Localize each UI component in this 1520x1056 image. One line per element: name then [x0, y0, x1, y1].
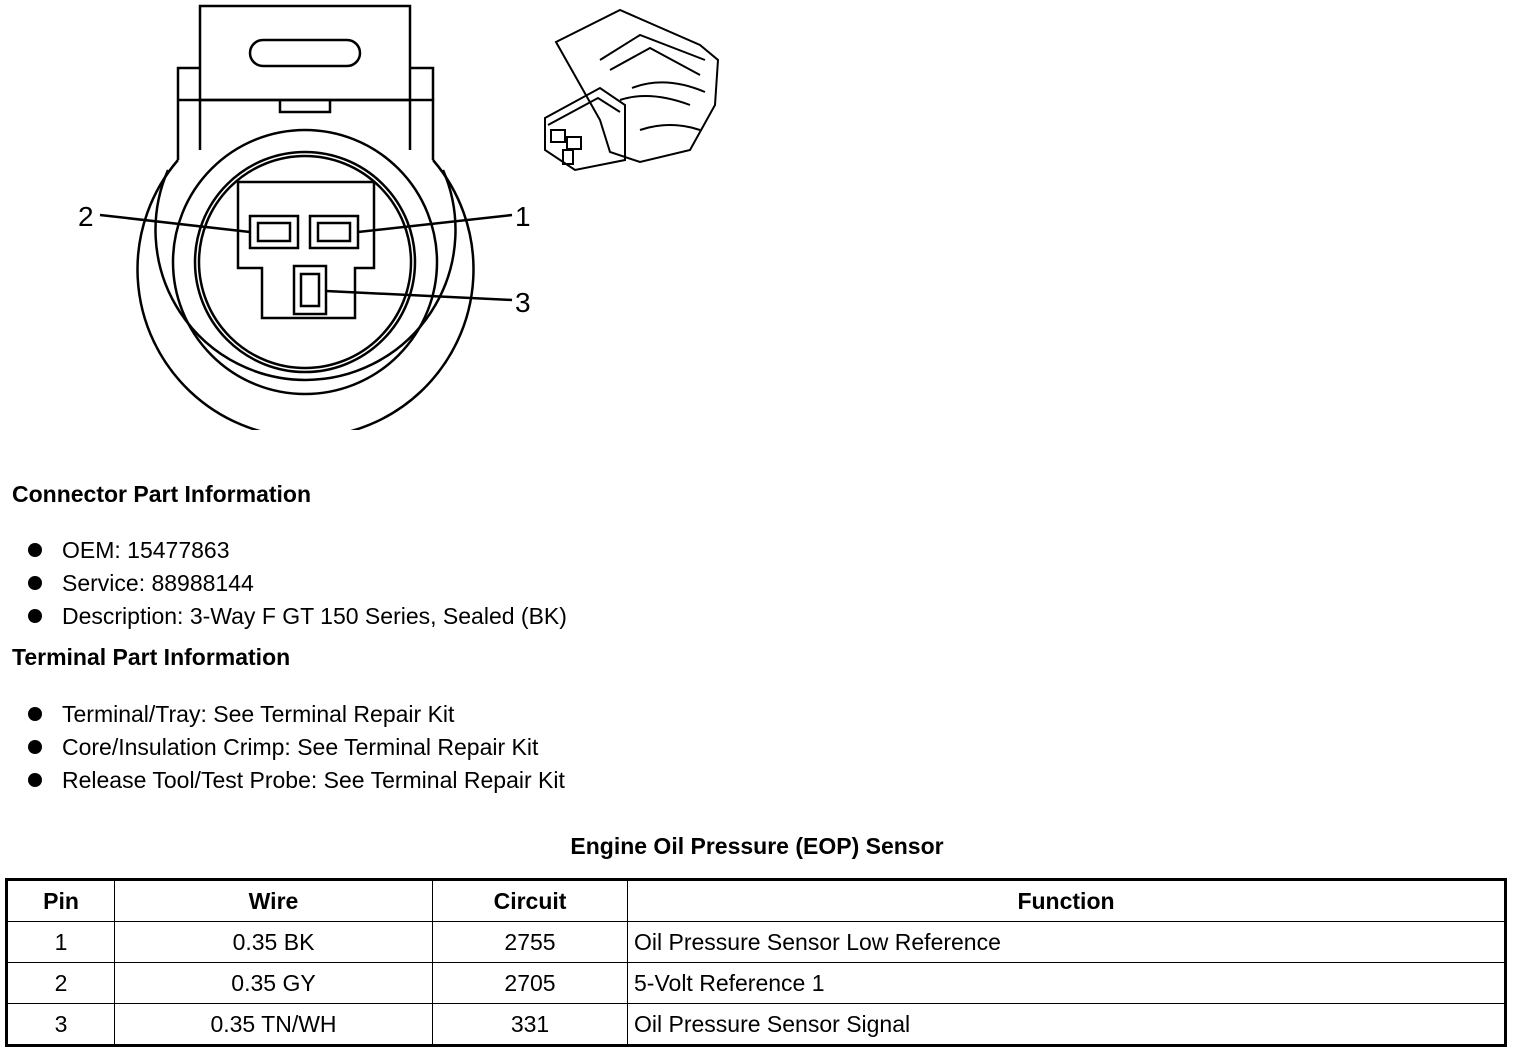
pin-label-1: 1	[515, 201, 531, 232]
bullet-icon	[28, 707, 42, 721]
bullet-icon	[28, 773, 42, 787]
table-header-row: Pin Wire Circuit Function	[6, 879, 1506, 922]
bullet-icon	[28, 543, 42, 557]
table-title: Engine Oil Pressure (EOP) Sensor	[570, 833, 944, 859]
table-row: 1 0.35 BK 2755 Oil Pressure Sensor Low R…	[6, 921, 1506, 963]
list-item: OEM: 15477863	[28, 536, 567, 569]
connector-perspective-view	[544, 8, 720, 172]
pin-label-2: 2	[78, 201, 94, 232]
column-header-pin: Pin	[6, 879, 115, 922]
terminal-heading: Terminal Part Information	[12, 644, 291, 670]
pin-label-3: 3	[515, 287, 531, 318]
pinout-table: Pin Wire Circuit Function 1 0.35 BK 2755…	[5, 878, 1507, 1047]
list-item: Terminal/Tray: See Terminal Repair Kit	[28, 700, 565, 733]
cell-pin: 2	[6, 962, 115, 1004]
list-item: Release Tool/Test Probe: See Terminal Re…	[28, 766, 565, 799]
bullet-icon	[28, 576, 42, 590]
column-header-wire: Wire	[114, 879, 433, 922]
cell-circuit: 2755	[432, 921, 628, 963]
cell-function: Oil Pressure Sensor Signal	[627, 1003, 1506, 1046]
cell-function: 5-Volt Reference 1	[627, 962, 1506, 1004]
connector-info-list: OEM: 15477863 Service: 88988144 Descript…	[28, 536, 567, 635]
cell-wire: 0.35 TN/WH	[114, 1003, 433, 1046]
cell-pin: 1	[6, 921, 115, 963]
table-row: 2 0.35 GY 2705 5-Volt Reference 1	[6, 962, 1506, 1004]
table-row: 3 0.35 TN/WH 331 Oil Pressure Sensor Sig…	[6, 1003, 1506, 1046]
cell-function: Oil Pressure Sensor Low Reference	[627, 921, 1506, 963]
terminal-info-list: Terminal/Tray: See Terminal Repair Kit C…	[28, 700, 565, 799]
bullet-icon	[28, 609, 42, 623]
cell-circuit: 331	[432, 1003, 628, 1046]
list-item: Core/Insulation Crimp: See Terminal Repa…	[28, 733, 565, 766]
column-header-circuit: Circuit	[432, 879, 628, 922]
connector-heading: Connector Part Information	[12, 481, 312, 507]
list-item: Description: 3-Way F GT 150 Series, Seal…	[28, 602, 567, 635]
cell-pin: 3	[6, 1003, 115, 1046]
bullet-icon	[28, 740, 42, 754]
list-item: Service: 88988144	[28, 569, 567, 602]
column-header-function: Function	[627, 879, 1506, 922]
cell-circuit: 2705	[432, 962, 628, 1004]
cell-wire: 0.35 BK	[114, 921, 433, 963]
cell-wire: 0.35 GY	[114, 962, 433, 1004]
connector-diagram: 2 1 3	[78, 4, 720, 430]
